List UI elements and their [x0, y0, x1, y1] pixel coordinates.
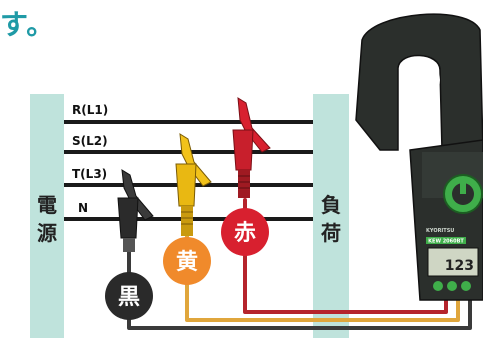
line-label-t: T(L3) — [72, 167, 107, 181]
badge-black-label: 黒 — [118, 285, 140, 310]
black-clip — [117, 169, 154, 252]
line-label-s: S(L2) — [72, 134, 108, 148]
load-panel — [313, 94, 349, 338]
source-panel — [30, 94, 64, 338]
red-clip — [232, 97, 271, 198]
source-label-top: 電 — [37, 193, 57, 217]
meter-display: 123 — [445, 258, 474, 274]
badge-red-label: 赤 — [234, 221, 256, 246]
badge-black — [105, 272, 153, 320]
source-label-bottom: 源 — [37, 221, 57, 245]
meter-lcd — [427, 247, 479, 277]
meter-model: KEW 2060BT — [428, 239, 464, 245]
meter-brand: KYORITSU — [426, 228, 454, 234]
clamp-meter: KYORITSU KEW 2060BT 123 — [355, 13, 483, 301]
badge-red — [221, 208, 269, 256]
load-label-bottom: 荷 — [321, 221, 341, 245]
yellow-clip — [175, 133, 212, 236]
badge-yellow — [163, 237, 211, 285]
heading-text: す。 — [0, 8, 56, 41]
line-label-r: R(L1) — [72, 103, 108, 117]
line-label-n: N — [78, 201, 88, 215]
badge-yellow-label: 黄 — [176, 250, 198, 275]
load-label-top: 負 — [321, 193, 341, 217]
